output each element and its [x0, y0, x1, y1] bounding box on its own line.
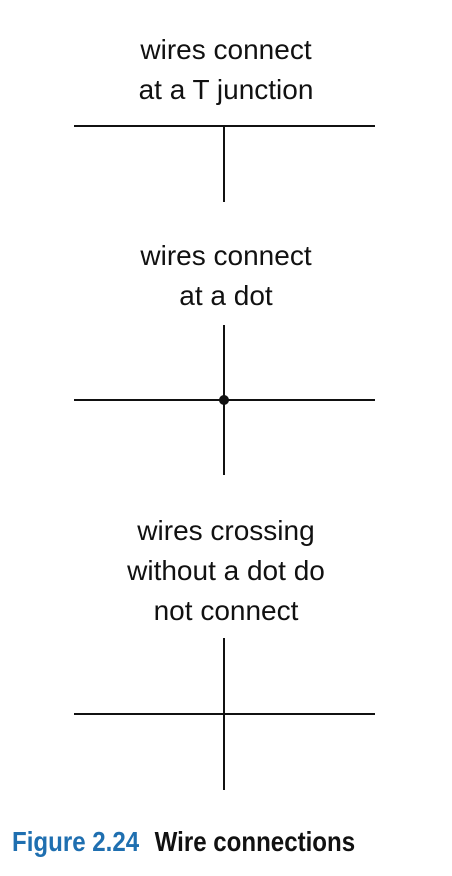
figure-caption: Figure 2.24 Wire connections	[12, 822, 355, 862]
crossing-label-line-1: wires crossing	[137, 515, 315, 546]
crossing-diagram	[74, 638, 375, 790]
crossing-label-line-2: without a dot do	[127, 555, 325, 586]
dot-junction-label: wires connect at a dot	[0, 236, 452, 316]
dot-junction-label-line-1: wires connect	[140, 240, 312, 271]
dot-junction-label-line-2: at a dot	[179, 280, 273, 311]
crossing-label-line-3: not connect	[153, 595, 299, 626]
t-junction-label-line-1: wires connect	[140, 34, 312, 65]
figure-number: Figure 2.24	[12, 826, 140, 857]
t-junction-diagram	[74, 125, 375, 202]
crossing-label: wires crossing without a dot do not conn…	[0, 511, 452, 631]
dot-junction-diagram	[74, 325, 375, 475]
t-junction-label: wires connect at a T junction	[0, 30, 452, 110]
figure-title: Wire connections	[154, 826, 356, 857]
t-junction-label-line-2: at a T junction	[138, 74, 314, 105]
junction-dot	[219, 395, 229, 405]
